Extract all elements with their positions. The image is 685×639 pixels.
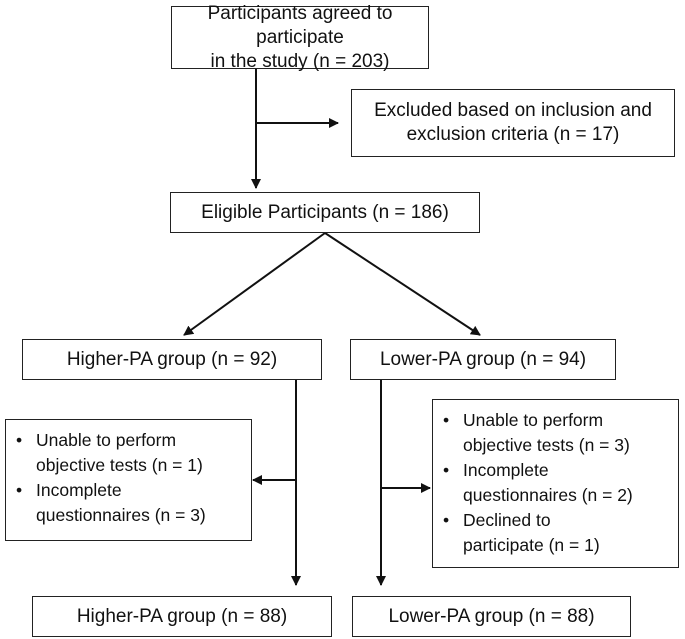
bullet-marker: • (443, 410, 450, 430)
enrollment-line-1: Participants agreed to participate (207, 2, 393, 48)
eligible-label: Eligible Participants (n = 186) (201, 201, 449, 223)
higher-exclusion-2-line-1: Incomplete (36, 480, 122, 500)
bullet-marker: • (443, 460, 450, 480)
bullet-marker: • (16, 430, 23, 450)
lower-exclusion-item-2: • Incomplete questionnaires (n = 2) (439, 458, 672, 508)
higher-pa-label: Higher-PA group (n = 92) (66, 348, 278, 370)
lower-exclusion-item-1: • Unable to perform objective tests (n =… (439, 408, 672, 458)
enrollment-box: Participants agreed to participate in th… (171, 3, 429, 72)
higher-pa-final-label: Higher-PA group (n = 88) (76, 605, 288, 627)
arrow-eligible-to-lower (324, 232, 481, 336)
lower-exclusion-2-line-1: Incomplete (463, 460, 549, 480)
lower-pa-box: Lower-PA group (n = 94) (350, 339, 616, 380)
higher-exclusion-1-line-2: objective tests (n = 1) (36, 455, 203, 475)
excluded-box: Excluded based on inclusion and exclusio… (351, 89, 675, 157)
lower-pa-final-box: Lower-PA group (n = 88) (352, 596, 631, 637)
arrow-eligible-to-higher (183, 232, 326, 336)
lower-exclusion-2-line-2: questionnaires (n = 2) (463, 485, 633, 505)
lower-exclusion-3-line-1: Declined to (463, 510, 551, 530)
higher-exclusion-item-1: • Unable to perform objective tests (n =… (12, 428, 245, 478)
higher-pa-box: Higher-PA group (n = 92) (22, 339, 322, 380)
lower-pa-exclusions-box: • Unable to perform objective tests (n =… (432, 399, 679, 568)
excluded-line-1: Excluded based on inclusion and (374, 100, 652, 121)
higher-exclusion-item-2: • Incomplete questionnaires (n = 3) (12, 478, 245, 528)
higher-exclusion-2-line-2: questionnaires (n = 3) (36, 505, 206, 525)
excluded-line-2: exclusion criteria (n = 17) (406, 124, 620, 145)
higher-pa-final-box: Higher-PA group (n = 88) (32, 596, 332, 637)
lower-pa-final-label: Lower-PA group (n = 88) (388, 605, 595, 627)
lower-exclusion-3-line-2: participate (n = 1) (463, 535, 600, 555)
enrollment-line-2: in the study (n = 203) (210, 50, 390, 72)
lower-pa-label: Lower-PA group (n = 94) (379, 348, 587, 370)
bullet-marker: • (16, 480, 23, 500)
higher-exclusion-1-line-1: Unable to perform (36, 430, 177, 450)
eligible-box: Eligible Participants (n = 186) (170, 192, 480, 233)
lower-exclusion-1-line-1: Unable to perform (463, 410, 604, 430)
lower-exclusion-1-line-2: objective tests (n = 3) (463, 435, 630, 455)
higher-pa-exclusions-box: • Unable to perform objective tests (n =… (5, 419, 252, 541)
bullet-marker: • (443, 510, 450, 530)
lower-exclusion-item-3: • Declined to participate (n = 1) (439, 508, 672, 558)
